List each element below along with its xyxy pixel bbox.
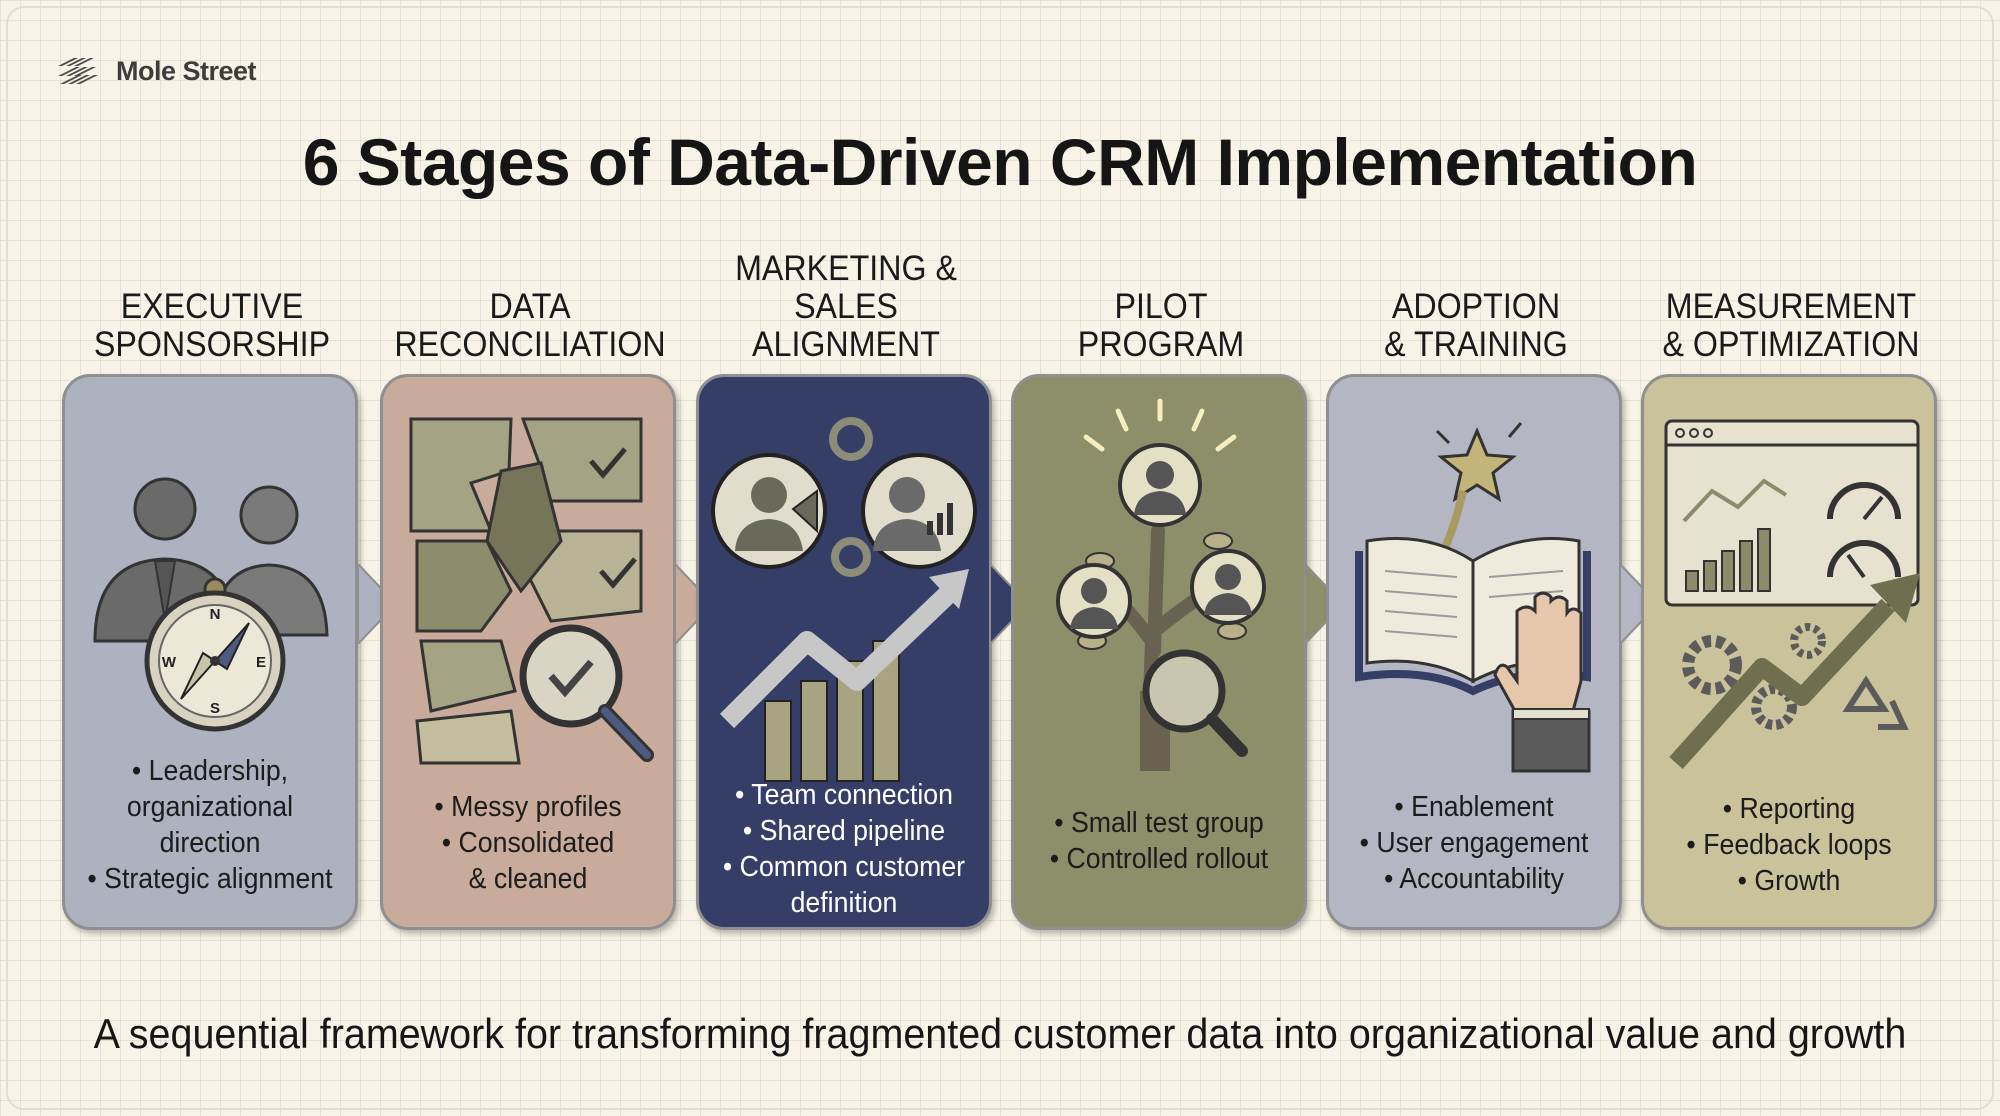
stage-card: • Enablement • User engagement • Account… <box>1326 374 1622 930</box>
stage-card: • Messy profiles • Consolidated & cleane… <box>380 374 676 930</box>
brand: Mole Street <box>56 54 257 88</box>
stage-card: • Team connection • Shared pipeline • Co… <box>696 374 992 930</box>
executives-compass-icon: N E S W <box>93 477 329 732</box>
compass-s: S <box>210 700 220 717</box>
stage-data-reconciliation: DATA RECONCILIATION • Messy profiles • C… <box>380 276 680 930</box>
mole-street-logo-icon <box>58 58 98 84</box>
stage-heading: EXECUTIVE SPONSORSHIP <box>93 287 331 364</box>
stage-adoption-training: ADOPTION & TRAINING • Enabl <box>1326 276 1626 930</box>
stage-heading: MEASUREMENT & OPTIMIZATION <box>1662 287 1920 364</box>
tree-people-icon <box>1056 398 1266 771</box>
stage-executive-sponsorship: EXECUTIVE SPONSORSHIP N E S W • Leadersh… <box>62 276 362 930</box>
stage-bullets: • Enablement • User engagement • Account… <box>1359 791 1589 895</box>
stage-pilot-program: PILOT PROGRAM <box>1011 276 1311 930</box>
caption: A sequential framework for transforming … <box>93 1010 1907 1057</box>
chevron-right-icon <box>1620 564 1658 644</box>
stage-bullets: • Small test group • Controlled rollout <box>1049 807 1269 875</box>
chevron-right-icon <box>358 564 396 644</box>
compass-e: E <box>256 654 266 671</box>
stage-bullets: • Messy profiles • Consolidated & cleane… <box>434 791 622 895</box>
compass-w: W <box>162 654 177 671</box>
chevron-right-icon <box>1305 564 1343 644</box>
stage-card: N E S W • Leadership, organizational dir… <box>62 374 358 930</box>
stage-marketing-sales-alignment: MARKETING & SALES ALIGNMENT • Team conn <box>696 249 996 930</box>
page-frame <box>6 6 1994 1110</box>
stage-bullets: • Leadership, organizational direction •… <box>87 755 333 895</box>
compass-n: N <box>210 606 221 623</box>
stage-card: • Reporting • Feedback loops • Growth <box>1641 374 1937 930</box>
page-title: 6 Stages of Data-Driven CRM Implementati… <box>302 125 1698 199</box>
stage-heading: PILOT PROGRAM <box>1077 287 1245 364</box>
dashboard-growth-icon <box>1664 419 1920 770</box>
stage-card: • Small test group • Controlled rollout <box>1011 374 1307 930</box>
brand-name: Mole Street <box>116 55 257 86</box>
chevron-right-icon <box>990 564 1028 644</box>
stage-measurement-optimization: MEASUREMENT & OPTIMIZATION <box>1641 276 1941 930</box>
chevron-right-icon <box>675 564 713 644</box>
book-star-hand-icon <box>1355 422 1591 773</box>
stage-heading: DATA RECONCILIATION <box>394 287 666 364</box>
team-growth-chart-icon <box>711 417 977 782</box>
stage-bullets: • Reporting • Feedback loops • Growth <box>1686 793 1892 897</box>
stage-heading: ADOPTION & TRAINING <box>1384 287 1568 364</box>
stage-heading: MARKETING & SALES ALIGNMENT <box>735 249 957 364</box>
puzzle-magnifier-icon <box>409 417 654 765</box>
stage-bullets: • Team connection • Shared pipeline • Co… <box>722 779 966 919</box>
